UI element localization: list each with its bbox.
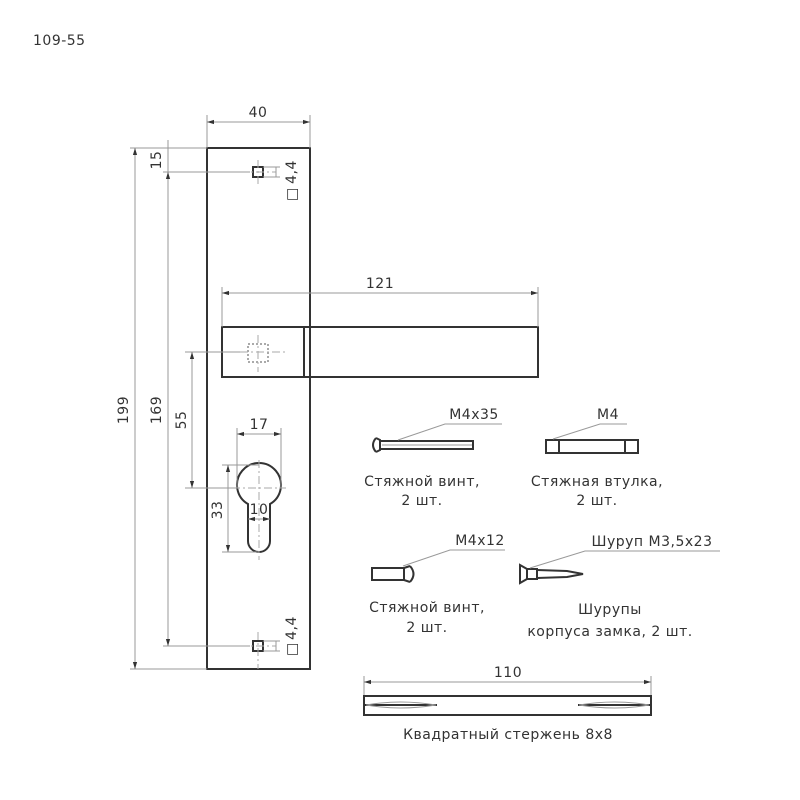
part-wood-screw: Шуруп М3,5х23 Шурупы корпуса замка, 2 шт… bbox=[519, 534, 720, 640]
part-spec: M4x35 bbox=[449, 407, 499, 423]
square-rod: 110 Квадратный стержень 8х8 bbox=[363, 665, 652, 743]
part-screw-m4x35: M4x35 Стяжной винт, 2 шт. bbox=[364, 407, 502, 509]
lever-handle bbox=[221, 326, 539, 378]
escutcheon-plate bbox=[206, 147, 311, 670]
part-screw-m4x12: M4x12 Стяжной винт, 2 шт. bbox=[369, 533, 505, 636]
part-sleeve-m4: M4 Стяжная втулка, 2 шт. bbox=[531, 407, 663, 509]
square-symbol-top: □ bbox=[286, 186, 300, 202]
part-qty: 2 шт. bbox=[576, 493, 617, 509]
dim-total-height: 199 bbox=[116, 396, 132, 424]
dim-top-offset: 15 bbox=[149, 151, 165, 170]
part-qty: 2 шт. bbox=[401, 493, 442, 509]
dim-cylinder-height: 33 bbox=[210, 501, 226, 520]
drawing-code: 109-55 bbox=[33, 33, 86, 49]
dim-square-hole-bottom: 4,4 bbox=[284, 616, 300, 640]
part-name: Стяжной винт, bbox=[364, 474, 480, 490]
part-spec: Шуруп М3,5х23 bbox=[592, 534, 713, 550]
part-name: Стяжная втулка, bbox=[531, 474, 663, 490]
part-qty: 2 шт. bbox=[406, 620, 447, 636]
dim-cylinder-width: 17 bbox=[250, 417, 269, 433]
part-spec: M4 bbox=[597, 407, 619, 423]
part-name: Стяжной винт, bbox=[369, 600, 485, 616]
dim-handle-length: 121 bbox=[366, 276, 394, 292]
dim-hole-spacing: 169 bbox=[149, 396, 165, 424]
part-spec: M4x12 bbox=[455, 533, 505, 549]
dimensions: 40 199 169 15 55 121 17 33 10 4,4 □ bbox=[116, 105, 539, 670]
part-qty: корпуса замка, 2 шт. bbox=[527, 624, 692, 640]
dim-handle-to-cylinder: 55 bbox=[174, 411, 190, 430]
dim-square-hole-top: 4,4 bbox=[284, 160, 300, 184]
dim-rod-length: 110 bbox=[494, 665, 522, 681]
part-name: Шурупы bbox=[578, 602, 642, 618]
square-symbol-bottom: □ bbox=[286, 641, 300, 657]
dim-plate-width: 40 bbox=[249, 105, 268, 121]
rod-label: Квадратный стержень 8х8 bbox=[403, 727, 613, 743]
dim-slot-width: 10 bbox=[250, 502, 269, 518]
